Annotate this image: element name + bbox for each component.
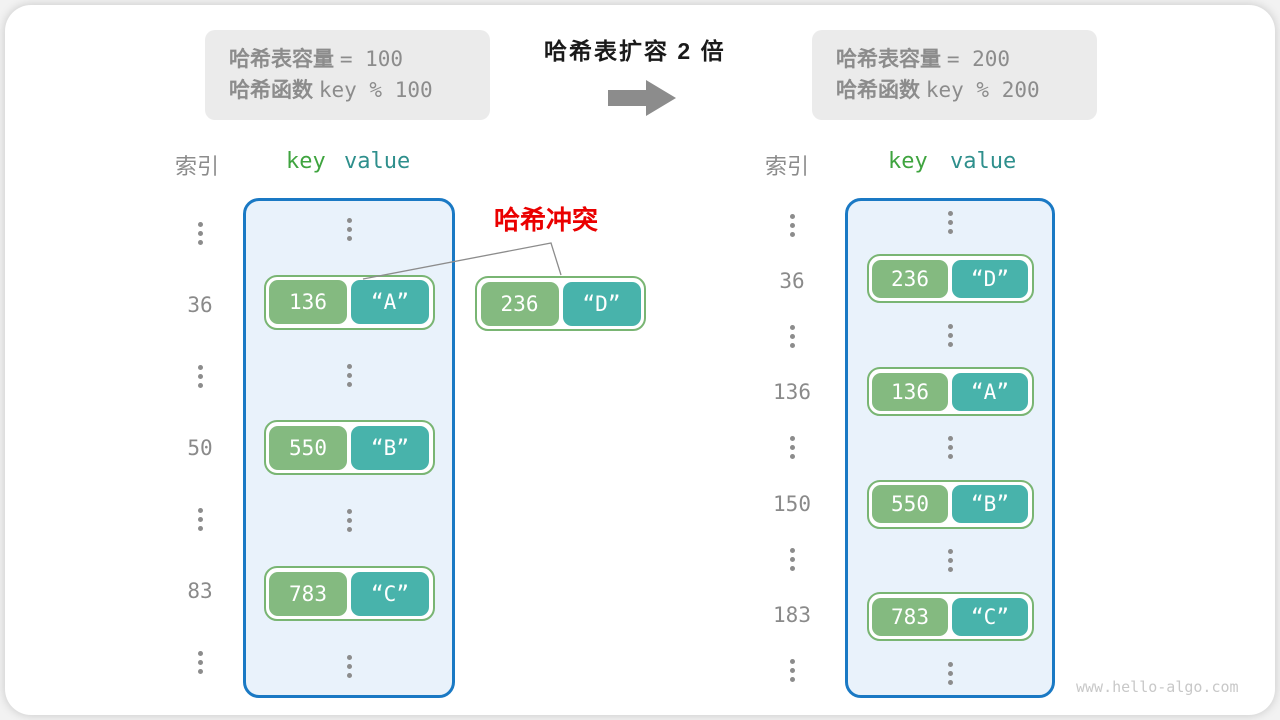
- index-cell: 50: [187, 436, 213, 460]
- vertical-ellipsis-icon: [947, 436, 953, 460]
- ellipsis-row: [947, 436, 953, 460]
- collided-pair-container: 236“D”: [475, 276, 646, 331]
- right-capacity-box: 哈希表容量 = 200 哈希函数 key % 200: [812, 30, 1097, 120]
- index-cell: [197, 651, 203, 674]
- expansion-title: 哈希表扩容 2 倍: [544, 38, 726, 64]
- right-index-column: 36 136 150 183: [757, 198, 827, 698]
- vertical-ellipsis-icon: [789, 436, 795, 460]
- index-cell: [197, 222, 203, 245]
- value-box: “C”: [952, 597, 1028, 636]
- vertical-ellipsis-icon: [789, 325, 795, 349]
- key-value-pair: 136“A”: [866, 367, 1034, 417]
- key-value-pair: 550“B”: [263, 420, 435, 476]
- key-box: 136: [269, 280, 347, 325]
- left-key-header: key: [286, 149, 326, 174]
- value-box: “C”: [351, 571, 429, 616]
- vertical-ellipsis-icon: [346, 509, 352, 533]
- left-index-header: 索引: [175, 154, 220, 179]
- index-cell: [789, 214, 795, 238]
- vertical-ellipsis-icon: [789, 547, 795, 571]
- index-cell: 36: [187, 293, 213, 317]
- index-cell: [789, 436, 795, 460]
- index-cell: 136: [773, 380, 811, 405]
- left-index-column: 36 50 83: [165, 198, 235, 698]
- vertical-ellipsis-icon: [346, 654, 352, 678]
- vertical-ellipsis-icon: [197, 508, 203, 531]
- ellipsis-row: [346, 363, 352, 387]
- vertical-ellipsis-icon: [947, 661, 953, 685]
- key-value-pair: 550“B”: [866, 479, 1034, 529]
- key-value-pair: 236“D”: [866, 254, 1034, 304]
- vertical-ellipsis-icon: [346, 217, 352, 241]
- key-box: 236: [480, 281, 559, 326]
- vertical-ellipsis-icon: [947, 211, 953, 235]
- index-cell: 183: [773, 602, 811, 627]
- hash-collision-label: 哈希冲突: [494, 205, 599, 235]
- value-box: “D”: [562, 281, 641, 326]
- left-hashfn-line: 哈希函数 key % 100: [229, 78, 433, 102]
- key-box: 136: [872, 372, 948, 411]
- left-value-header: value: [344, 149, 411, 174]
- bucket-row: 136“A”: [263, 274, 435, 330]
- index-cell: [197, 365, 203, 388]
- key-box: 783: [269, 571, 347, 616]
- ellipsis-row: [947, 549, 953, 573]
- value-box: “A”: [351, 280, 429, 325]
- bucket-row: 550“B”: [866, 479, 1034, 529]
- bucket-row: 136“A”: [866, 367, 1034, 417]
- index-cell: [197, 508, 203, 531]
- key-box: 550: [872, 485, 948, 524]
- value-box: “A”: [952, 372, 1028, 411]
- vertical-ellipsis-icon: [947, 323, 953, 347]
- ellipsis-row: [947, 661, 953, 685]
- bucket-row: 550“B”: [263, 420, 435, 476]
- index-cell: 36: [779, 269, 805, 294]
- left-capacity-box: 哈希表容量 = 100 哈希函数 key % 100: [205, 30, 490, 120]
- left-capacity-line: 哈希表容量 = 100: [229, 47, 404, 71]
- index-cell: [789, 547, 795, 571]
- left-hash-table: 136“A” 550“B” 783“C”: [243, 198, 455, 698]
- vertical-ellipsis-icon: [789, 658, 795, 682]
- right-value-header: value: [950, 149, 1017, 174]
- right-arrow-icon: [608, 78, 678, 123]
- bucket-row: 783“C”: [263, 566, 435, 622]
- key-box: 550: [269, 425, 347, 470]
- bucket-row: 783“C”: [866, 592, 1034, 642]
- key-value-pair: 136“A”: [263, 274, 435, 330]
- index-cell: [789, 325, 795, 349]
- value-box: “D”: [952, 259, 1028, 298]
- index-cell: 83: [187, 579, 213, 603]
- vertical-ellipsis-icon: [789, 214, 795, 238]
- ellipsis-row: [346, 217, 352, 241]
- ellipsis-row: [947, 211, 953, 235]
- ellipsis-row: [346, 509, 352, 533]
- diagram-card: [5, 5, 1275, 715]
- vertical-ellipsis-icon: [197, 651, 203, 674]
- right-hash-table: 236“D” 136“A” 550“B” 783“C”: [845, 198, 1055, 698]
- value-box: “B”: [351, 425, 429, 470]
- vertical-ellipsis-icon: [947, 549, 953, 573]
- value-box: “B”: [952, 485, 1028, 524]
- watermark: www.hello-algo.com: [1076, 678, 1239, 696]
- key-value-pair: 783“C”: [866, 592, 1034, 642]
- right-hashfn-line: 哈希函数 key % 200: [836, 78, 1040, 102]
- bucket-row: 236“D”: [866, 254, 1034, 304]
- key-box: 236: [872, 259, 948, 298]
- right-capacity-line: 哈希表容量 = 200: [836, 47, 1011, 71]
- key-value-pair: 783“C”: [263, 566, 435, 622]
- right-index-header: 索引: [765, 154, 810, 179]
- ellipsis-row: [346, 654, 352, 678]
- index-cell: 150: [773, 491, 811, 516]
- vertical-ellipsis-icon: [197, 365, 203, 388]
- vertical-ellipsis-icon: [346, 363, 352, 387]
- ellipsis-row: [947, 323, 953, 347]
- right-key-header: key: [888, 149, 928, 174]
- key-value-pair: 236“D”: [475, 276, 646, 331]
- index-cell: [789, 658, 795, 682]
- key-box: 783: [872, 597, 948, 636]
- vertical-ellipsis-icon: [197, 222, 203, 245]
